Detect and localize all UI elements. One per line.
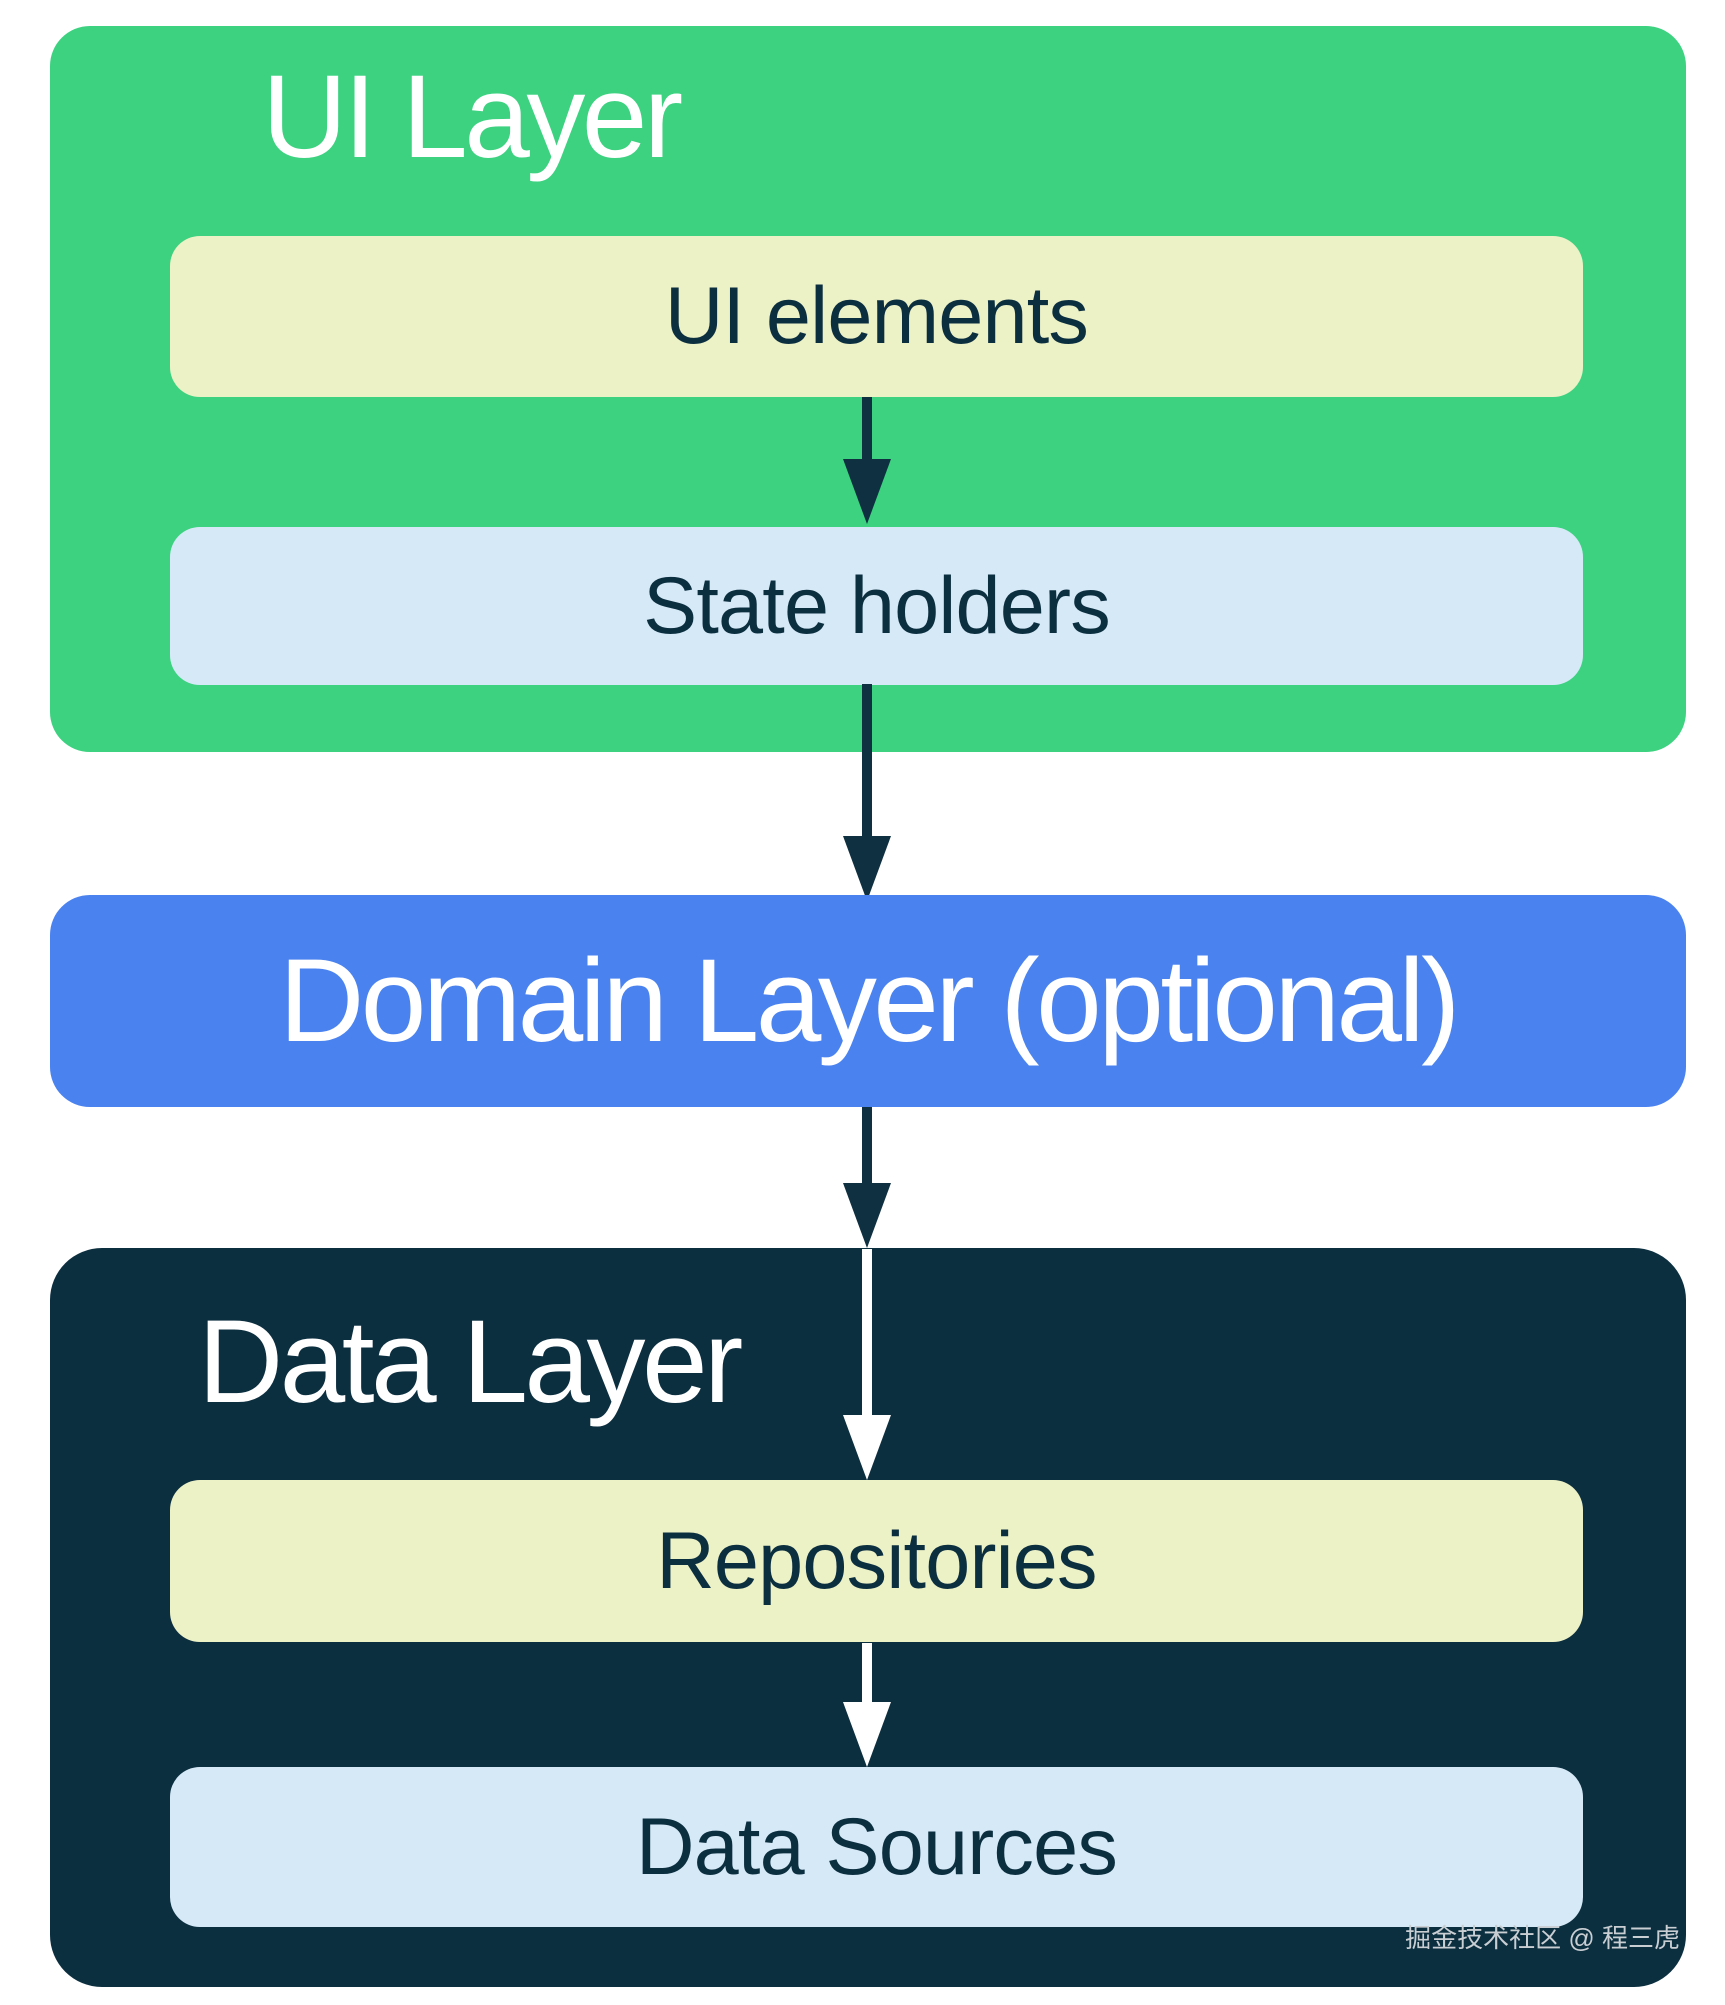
ui-elements-box: UI elements: [170, 236, 1583, 397]
arrow-down-head-icon: [843, 1702, 891, 1767]
arrow-domain-to-data-shaft: [862, 1107, 872, 1183]
arrow-down-head-icon: [843, 1415, 891, 1480]
domain-layer-title: Domain Layer (optional): [279, 935, 1460, 1067]
data-sources-label: Data Sources: [635, 1801, 1118, 1892]
arrow-ui-elements-to-state-holders-shaft: [862, 397, 872, 459]
ui-elements-label: UI elements: [664, 271, 1089, 361]
data-sources-box: Data Sources: [170, 1767, 1583, 1927]
ui-layer-container: UI Layer UI elements State holders: [50, 26, 1686, 752]
arrow-data-layer-to-repositories-shaft: [862, 1249, 872, 1415]
arrow-repositories-to-data-sources-shaft: [862, 1643, 872, 1702]
repositories-box: Repositories: [170, 1480, 1583, 1642]
arrow-down-head-icon: [843, 1183, 891, 1248]
arrow-down-head-icon: [843, 836, 891, 901]
arrow-down-head-icon: [843, 459, 891, 524]
domain-layer-container: Domain Layer (optional): [50, 895, 1686, 1107]
watermark-text: 掘金技术社区 @ 程三虎: [1405, 1923, 1680, 1953]
data-layer-title: Data Layer: [198, 1296, 743, 1428]
state-holders-box: State holders: [170, 527, 1583, 685]
arrow-state-holders-to-domain-shaft: [862, 684, 872, 836]
ui-layer-title: UI Layer: [262, 51, 683, 183]
state-holders-label: State holders: [643, 560, 1111, 651]
repositories-label: Repositories: [656, 1515, 1097, 1606]
